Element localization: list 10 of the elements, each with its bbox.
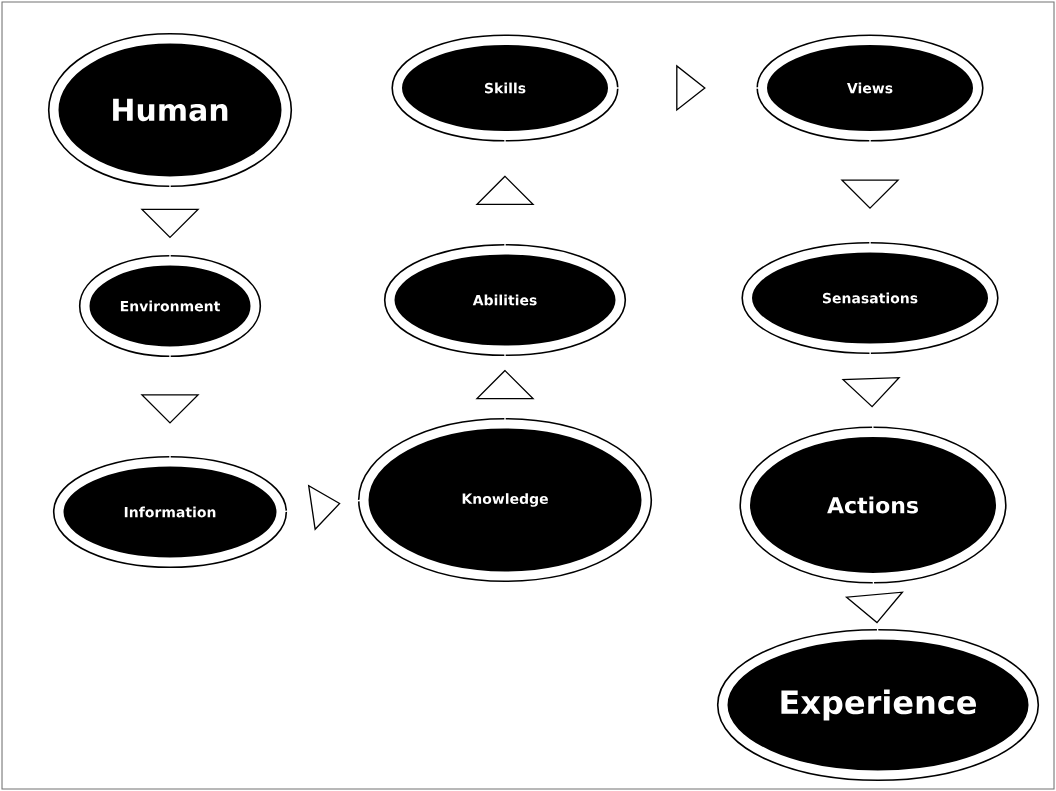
ellipse-node: Skills — [391, 34, 619, 142]
ellipse-node: Abilities — [383, 243, 627, 357]
ellipse-node: Information — [52, 455, 288, 569]
ellipse-node: Senasations — [741, 241, 999, 355]
ellipse-node: Human — [47, 32, 293, 188]
ellipse-node: Actions — [739, 426, 1007, 584]
ellipse-node: Experience — [716, 628, 1040, 782]
ellipse-node: Views — [756, 34, 984, 142]
ellipse-node: Knowledge — [357, 417, 653, 583]
ellipse-node: Environment — [78, 254, 262, 358]
